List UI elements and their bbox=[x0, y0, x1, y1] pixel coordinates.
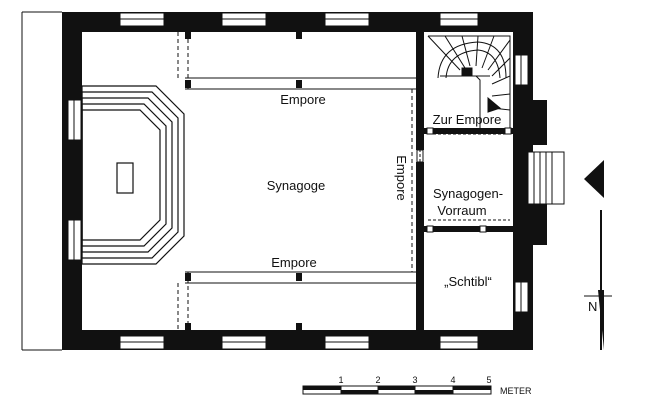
partition-walls bbox=[416, 32, 513, 330]
scale-tick-1: 1 bbox=[338, 375, 343, 385]
label-gallery-east: Empore bbox=[394, 155, 409, 201]
door-marks bbox=[416, 127, 512, 233]
scale-unit: METER bbox=[500, 386, 532, 396]
windows-bottom bbox=[119, 335, 479, 350]
entrance-steps bbox=[519, 150, 565, 206]
label-synagogue: Synagoge bbox=[267, 178, 326, 193]
north-arrow: N bbox=[584, 210, 612, 350]
staircase bbox=[427, 35, 511, 128]
label-gallery-north: Empore bbox=[280, 92, 326, 107]
scale-bar: 1 2 3 4 5 METER bbox=[302, 375, 532, 396]
windows-right bbox=[514, 54, 529, 313]
entrance-arrow-icon bbox=[584, 160, 604, 198]
windows-left bbox=[67, 99, 82, 261]
outer-walls bbox=[62, 12, 547, 350]
label-to-gallery: Zur Empore bbox=[433, 112, 502, 127]
windows-top bbox=[119, 12, 479, 27]
label-vestibule-line2: Vorraum bbox=[437, 203, 486, 218]
label-vestibule-line1: Synagogen- bbox=[433, 186, 503, 201]
scale-tick-4: 4 bbox=[450, 375, 455, 385]
scale-tick-3: 3 bbox=[412, 375, 417, 385]
north-arrow-label: N bbox=[588, 299, 597, 314]
bimah-steps bbox=[81, 85, 185, 265]
gallery-columns bbox=[185, 32, 302, 330]
label-gallery-south: Empore bbox=[271, 255, 317, 270]
scale-tick-2: 2 bbox=[375, 375, 380, 385]
label-schtibl: „Schtibl“ bbox=[444, 274, 492, 289]
gallery-lines bbox=[177, 32, 416, 330]
scale-tick-5: 5 bbox=[486, 375, 491, 385]
